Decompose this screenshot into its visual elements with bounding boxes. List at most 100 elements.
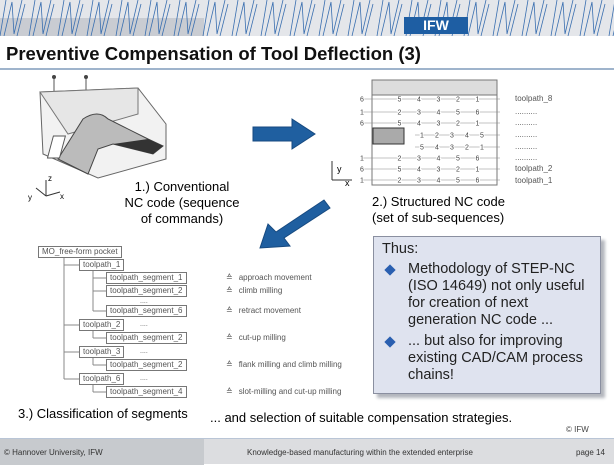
axis-x: x (345, 178, 350, 188)
nc-command-number: 1 (480, 145, 484, 152)
strategy-label: retract movement (238, 306, 301, 315)
strategy-item: ≙ cut-up milling (226, 333, 286, 342)
nc-command-number: 4 (437, 178, 441, 185)
equivalence-icon: ≙ (226, 333, 233, 342)
toolpath-label: toolpath_2 (515, 164, 553, 173)
tree-node-toolpath[interactable]: toolpath_3 (79, 346, 125, 358)
tree-root[interactable]: MO_free-form pocket (38, 246, 122, 258)
tree-node-segment[interactable]: toolpath_segment_2 (106, 332, 187, 344)
equivalence-icon: ≙ (226, 360, 233, 369)
nc-command-number: 3 (437, 121, 441, 128)
nc-command-number: 2 (465, 145, 469, 152)
caption-line: of commands) (140, 211, 224, 226)
axis-x: x (60, 192, 64, 201)
toolpath-label: .......... (515, 107, 538, 116)
page-title: Preventive Compensation of Tool Deflecti… (6, 43, 421, 64)
nc-command-number: 2 (456, 121, 460, 128)
nc-command-number: 1 (476, 121, 480, 128)
strategy-label: flank milling and climb milling (238, 360, 342, 369)
strategy-item: ≙ flank milling and climb milling (226, 360, 342, 369)
nc-command-number: 2 (398, 110, 402, 117)
step2-caption: 2.) Structured NC code (set of sub-seque… (372, 194, 505, 226)
nc-command-number: 4 (435, 145, 439, 152)
toolpath-label: toolpath_8 (515, 94, 553, 103)
toolpath-label: toolpath_1 (515, 176, 553, 185)
title-divider (0, 68, 614, 70)
nc-command-number: 3 (437, 97, 441, 104)
nc-command-number: 5 (398, 121, 402, 128)
bullet-item: ... but also for improving existing CAD/… (382, 333, 592, 384)
footer: © Hannover University, IFW Knowledge-bas… (0, 438, 614, 465)
nc-command-number: 1 (476, 97, 480, 104)
copyright-ifw: © IFW (566, 425, 589, 434)
banner-shade (0, 18, 204, 36)
toolpath-label: .......... (515, 118, 538, 127)
nc-command-number: 4 (417, 97, 421, 104)
tree-node-segment[interactable]: toolpath_segment_2 (106, 359, 187, 371)
nc-command-number: 4 (417, 121, 421, 128)
nc-command-number: 5 (420, 145, 424, 152)
tree-node-segment[interactable]: toolpath_segment_6 (106, 305, 187, 317)
nc-command-number: 1 (360, 110, 364, 117)
footer-shade (0, 439, 204, 465)
nc-command-number: 3 (417, 156, 421, 163)
banner-pattern (0, 0, 614, 36)
nc-command-number: 3 (450, 133, 454, 140)
nc-command-number: 6 (360, 97, 364, 104)
toolpath-label: .......... (515, 130, 538, 139)
tree-node-segment[interactable]: toolpath_segment_1 (106, 272, 187, 284)
arrow-down-left-icon (259, 199, 331, 249)
tree-node-segment[interactable]: toolpath_segment_2 (106, 285, 187, 297)
nc-command-number: 6 (476, 110, 480, 117)
nc-command-number: 4 (417, 167, 421, 174)
ellipsis: .... (140, 375, 148, 382)
tree-node-toolpath[interactable]: toolpath_6 (79, 373, 125, 385)
nc-command-number: 1 (360, 178, 364, 185)
nc-command-number: 2 (398, 156, 402, 163)
equivalence-icon: ≙ (226, 306, 233, 315)
nc-command-number: 5 (398, 97, 402, 104)
strategy-label: approach movement (238, 273, 312, 282)
axis-z: z (48, 174, 52, 183)
bullet-text: ... but also for improving existing CAD/… (408, 333, 583, 383)
page-number: page 14 (576, 448, 605, 457)
tree-node-toolpath[interactable]: toolpath_1 (79, 259, 125, 271)
strategy-item: ≙ retract movement (226, 306, 301, 315)
ifw-logo: IFW (404, 17, 468, 34)
bullet-item: Methodology of STEP-NC (ISO 14649) not o… (382, 261, 592, 329)
nc-command-number: 5 (398, 167, 402, 174)
xyz-axes-icon (35, 180, 61, 197)
nc-command-number: 6 (360, 121, 364, 128)
axis-y: y (28, 193, 32, 202)
nc-command-number: 4 (437, 156, 441, 163)
nc-command-number: 3 (437, 167, 441, 174)
strategy-label: climb milling (238, 286, 283, 295)
ellipsis: .... (140, 321, 148, 328)
equivalence-icon: ≙ (226, 273, 233, 282)
step1-caption: 1.) Conventional NC code (sequence of co… (112, 179, 252, 227)
strategy-item: ≙climb milling (226, 286, 282, 295)
nc-command-number: 4 (437, 110, 441, 117)
step3-caption-continued: ... and selection of suitable compensati… (210, 410, 513, 425)
nc-command-number: 1 (360, 156, 364, 163)
footer-center: Knowledge-based manufacturing within the… (247, 448, 473, 457)
conclusion-box: Thus: Methodology of STEP-NC (ISO 14649)… (373, 236, 601, 394)
caption-line: (set of sub-sequences) (372, 210, 505, 225)
nc-command-number: 6 (476, 156, 480, 163)
tree-node-segment[interactable]: toolpath_segment_4 (106, 386, 187, 398)
nc-command-number: 5 (456, 156, 460, 163)
caption-line: 2.) Structured NC code (372, 194, 505, 209)
toolpath-label: .......... (515, 142, 538, 151)
tree-connectors (63, 258, 106, 393)
strategy-label: cut-up milling (238, 333, 286, 342)
axis-y: y (337, 164, 342, 174)
nc-command-number: 3 (450, 145, 454, 152)
nc-command-number: 5 (480, 133, 484, 140)
nc-command-number: 4 (465, 133, 469, 140)
nc-command-number: 3 (417, 110, 421, 117)
step3-caption: 3.) Classification of segments (18, 406, 188, 421)
tree-node-toolpath[interactable]: toolpath_2 (79, 319, 125, 331)
toolpath-label: .......... (515, 153, 538, 162)
nc-command-number: 2 (456, 167, 460, 174)
